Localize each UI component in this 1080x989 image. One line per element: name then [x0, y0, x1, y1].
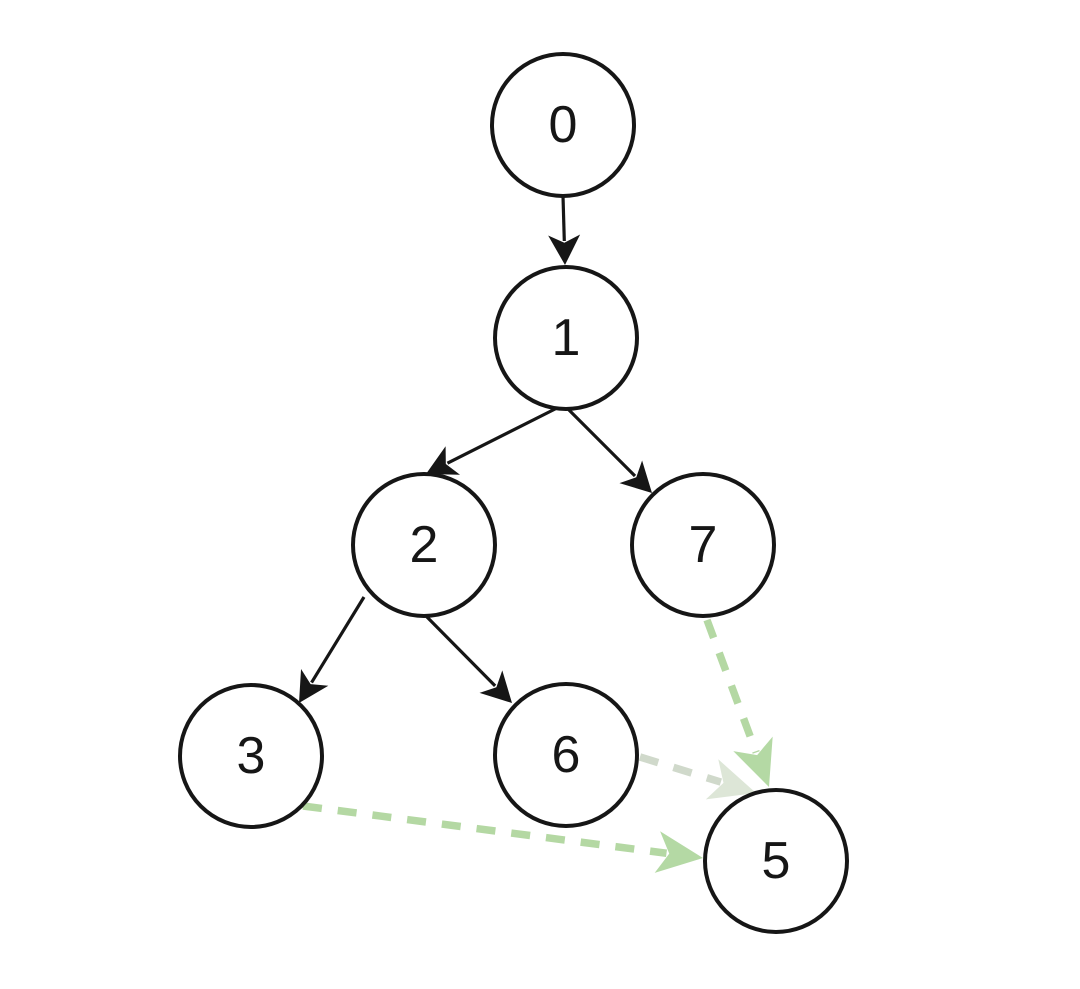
arrowhead-icon [299, 669, 329, 703]
edge-3-5 [302, 802, 703, 873]
edge-line-3-5 [302, 802, 667, 857]
node-circle-0 [490, 52, 636, 198]
node-label-5: 5 [762, 832, 791, 890]
node-label-1: 1 [552, 309, 581, 367]
arrowhead-icon [619, 460, 652, 493]
edge-line-0-1 [561, 195, 566, 242]
arrowhead-icon [654, 831, 703, 873]
edge-line-7-5 [703, 618, 760, 754]
node-3: 3 [178, 683, 324, 829]
edge-2-3 [299, 596, 366, 703]
node-circle-5 [703, 788, 849, 934]
node-circle-6 [493, 682, 639, 828]
edge-7-5 [703, 618, 773, 787]
node-label-7: 7 [689, 516, 718, 574]
edge-1-7 [564, 405, 652, 493]
nodes-layer: 0 1 2 7 3 6 5 [178, 52, 849, 934]
node-2: 2 [351, 472, 497, 618]
node-circle-2 [351, 472, 497, 618]
edge-line-2-6 [424, 614, 497, 688]
node-6: 6 [493, 682, 639, 828]
node-label-0: 0 [549, 96, 578, 154]
node-label-2: 2 [410, 516, 439, 574]
edge-line-1-7 [564, 405, 637, 478]
node-5: 5 [703, 788, 849, 934]
node-1: 1 [493, 265, 639, 411]
node-0: 0 [490, 52, 636, 198]
node-7: 7 [630, 472, 776, 618]
node-circle-7 [630, 472, 776, 618]
node-circle-1 [493, 265, 639, 411]
node-label-3: 3 [237, 727, 266, 785]
arrowhead-icon [733, 736, 773, 787]
edge-1-2 [426, 404, 562, 475]
arrowhead-icon [479, 670, 512, 703]
edge-6-5 [638, 753, 756, 800]
edge-line-1-2 [446, 404, 562, 465]
edge-line-6-5 [638, 753, 722, 786]
edges-layer [299, 195, 773, 873]
node-label-6: 6 [552, 726, 581, 784]
arrowhead-icon [705, 759, 756, 800]
edge-0-1 [548, 195, 581, 265]
arrowhead-icon [548, 234, 581, 265]
arrowhead-icon [426, 446, 460, 475]
node-circle-3 [178, 683, 324, 829]
edge-line-2-3 [310, 596, 366, 684]
edge-2-6 [424, 614, 512, 703]
